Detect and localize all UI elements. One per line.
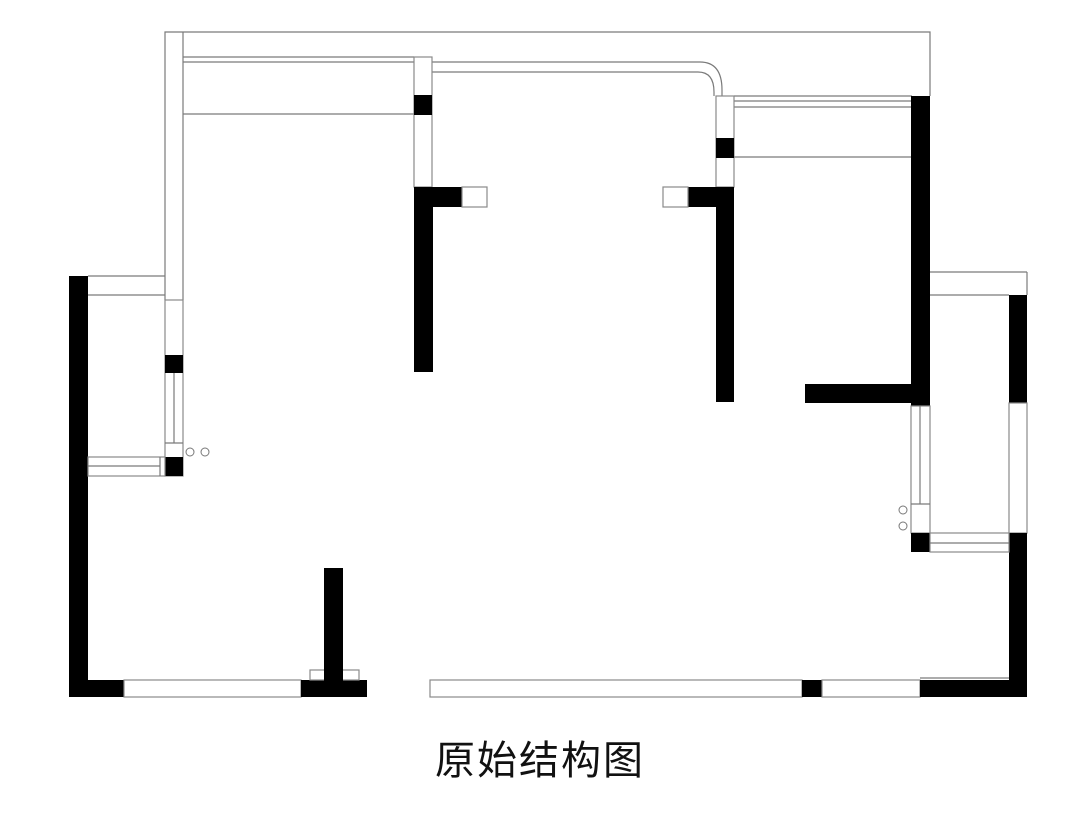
door-stub-left (461, 186, 488, 208)
left-partition-column (413, 56, 488, 372)
pipe-marker (200, 447, 210, 457)
window-south-small (821, 679, 921, 698)
right-upper-wall (805, 96, 930, 406)
window-south-large (429, 679, 803, 698)
pipe-marker (898, 505, 908, 515)
west-room (69, 275, 210, 697)
top-balcony (164, 31, 931, 300)
diagram-caption: 原始结构图 (435, 738, 645, 784)
pipe-marker (185, 447, 195, 457)
window-east (1008, 402, 1028, 534)
south-east-wall (429, 677, 1027, 698)
column-block (414, 95, 432, 115)
right-partition-column (662, 95, 735, 402)
south-west-wall (69, 568, 367, 698)
door-stub-right (662, 186, 689, 208)
pipe-marker (898, 521, 908, 531)
east-room (898, 271, 1028, 697)
window-south-west (123, 679, 302, 698)
